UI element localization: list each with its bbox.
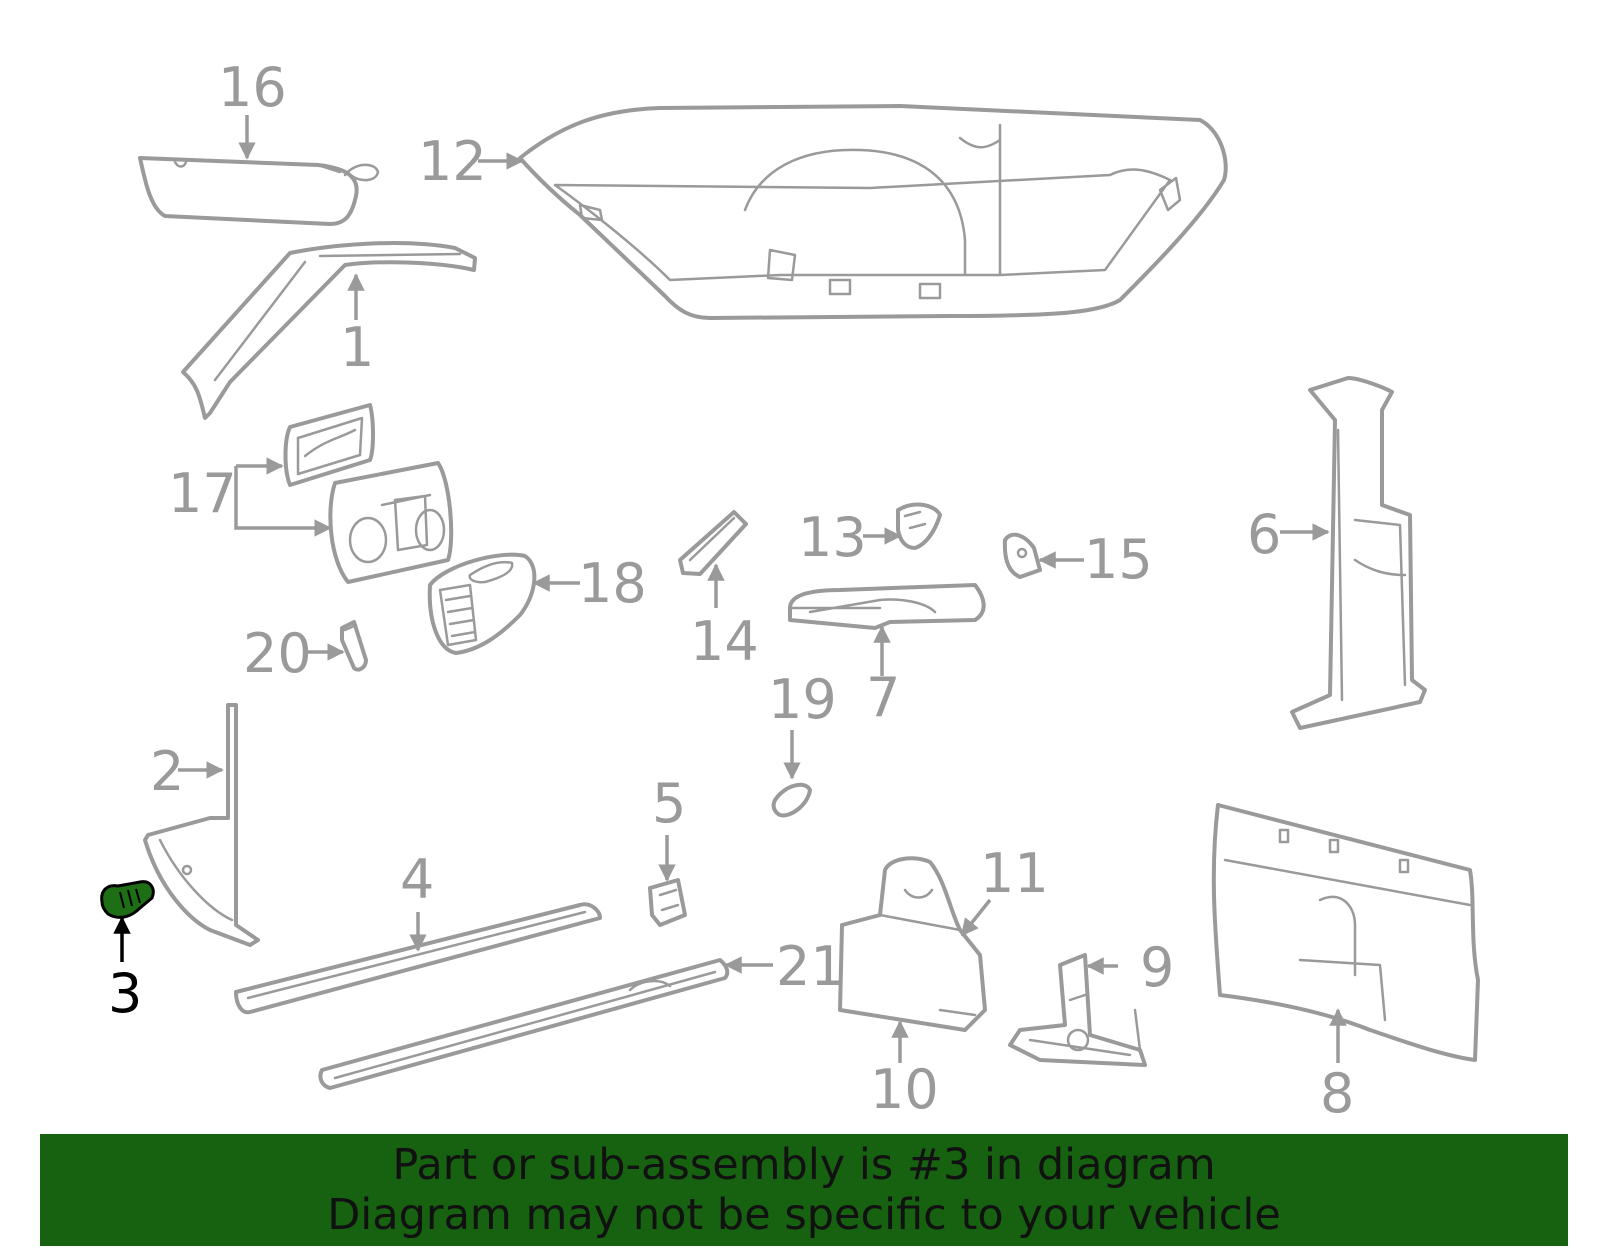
callout-21: 21 xyxy=(776,935,845,998)
callout-20: 20 xyxy=(243,622,312,685)
callout-18: 18 xyxy=(578,552,647,615)
part-4-sill-plate xyxy=(234,902,602,1015)
callout-6: 6 xyxy=(1247,503,1281,566)
part-18-dome-lamp xyxy=(427,552,537,655)
callout-19: 19 xyxy=(768,668,837,731)
callout-2: 2 xyxy=(150,740,184,803)
callout-13: 13 xyxy=(798,506,867,569)
info-banner: Part or sub-assembly is #3 in diagram Di… xyxy=(40,1134,1568,1246)
callout-labels: 1 2 3 4 5 6 7 8 9 10 11 12 13 14 15 16 1… xyxy=(108,56,1354,1125)
callout-10: 10 xyxy=(870,1058,939,1121)
part-20-bulb xyxy=(340,620,368,672)
part-19-bulb xyxy=(771,782,812,818)
leader-arrows xyxy=(113,115,1347,1063)
part-8-rear-panel xyxy=(1211,803,1480,1062)
callout-5: 5 xyxy=(652,772,686,835)
part-2-b-pillar-lower xyxy=(143,703,260,947)
banner-line-part-number: Part or sub-assembly is #3 in diagram xyxy=(392,1140,1216,1190)
banner-line-disclaimer: Diagram may not be specific to your vehi… xyxy=(327,1190,1281,1240)
callout-17: 17 xyxy=(168,462,237,525)
callout-16: 16 xyxy=(218,56,287,119)
callout-3: 3 xyxy=(108,962,142,1025)
callout-9: 9 xyxy=(1140,936,1174,999)
callout-12: 12 xyxy=(418,130,487,193)
part-6-b-pillar-trim xyxy=(1290,376,1427,730)
callout-15: 15 xyxy=(1084,528,1153,591)
callout-8: 8 xyxy=(1320,1062,1354,1125)
part-15-bracket xyxy=(1002,532,1042,579)
callout-7: 7 xyxy=(866,666,900,729)
part-1-a-pillar-trim xyxy=(181,241,477,420)
part-5-clip xyxy=(648,878,687,927)
part-10-jack-cover xyxy=(838,856,987,1032)
part-16-sun-visor xyxy=(138,156,380,226)
part-13-clip xyxy=(896,502,942,550)
part-12-headliner xyxy=(518,104,1228,320)
part-21-scuff-plate xyxy=(318,958,730,1090)
part-9-jack xyxy=(1008,953,1147,1067)
part-3-retainer-highlighted xyxy=(100,880,155,919)
part-7-trim-panel xyxy=(788,583,986,630)
part-17-overhead-console xyxy=(283,403,454,584)
callout-1: 1 xyxy=(340,316,374,379)
callout-14: 14 xyxy=(690,610,759,673)
part-14-grab-handle xyxy=(678,510,748,576)
callout-4: 4 xyxy=(400,848,434,911)
callout-11: 11 xyxy=(980,842,1049,905)
